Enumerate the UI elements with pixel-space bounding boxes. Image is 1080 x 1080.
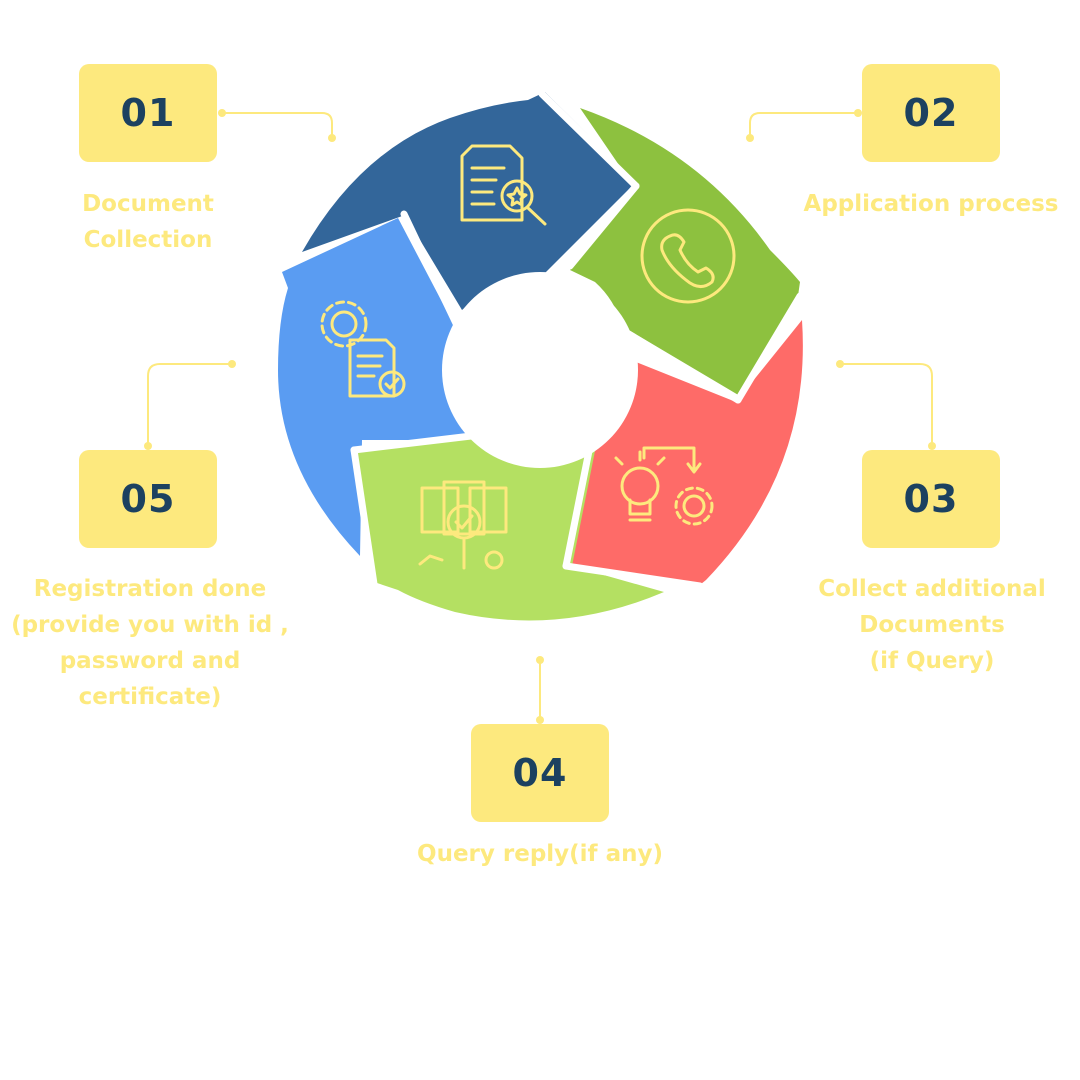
step-badge-05: 05 (79, 450, 217, 548)
step-label-01: Document Collection (82, 191, 214, 253)
idea-gear-icon (614, 446, 714, 526)
cycle-segment-03 (568, 320, 803, 588)
step-label-04: Query reply(if any) (417, 841, 663, 867)
step-badge-02: 02 (862, 64, 1000, 162)
cycle-segment-05 (278, 218, 470, 556)
document-search-icon (460, 144, 547, 226)
cycle-segment-02 (570, 108, 800, 396)
cycle-center (442, 272, 638, 468)
step-label-03: Collect additional Documents (if Query) (818, 576, 1046, 674)
step-badge-01: 01 (79, 64, 217, 162)
step-label-02: Application process (803, 191, 1059, 217)
phone-icon (640, 208, 736, 304)
cycle-segment-01 (302, 92, 636, 310)
step-badge-04: 04 (471, 724, 609, 822)
gear-document-check-icon (320, 300, 406, 398)
document-review-icon (418, 480, 508, 570)
step-badge-03: 03 (862, 450, 1000, 548)
step-label-05: Registration done (provide you with id ,… (11, 576, 289, 710)
